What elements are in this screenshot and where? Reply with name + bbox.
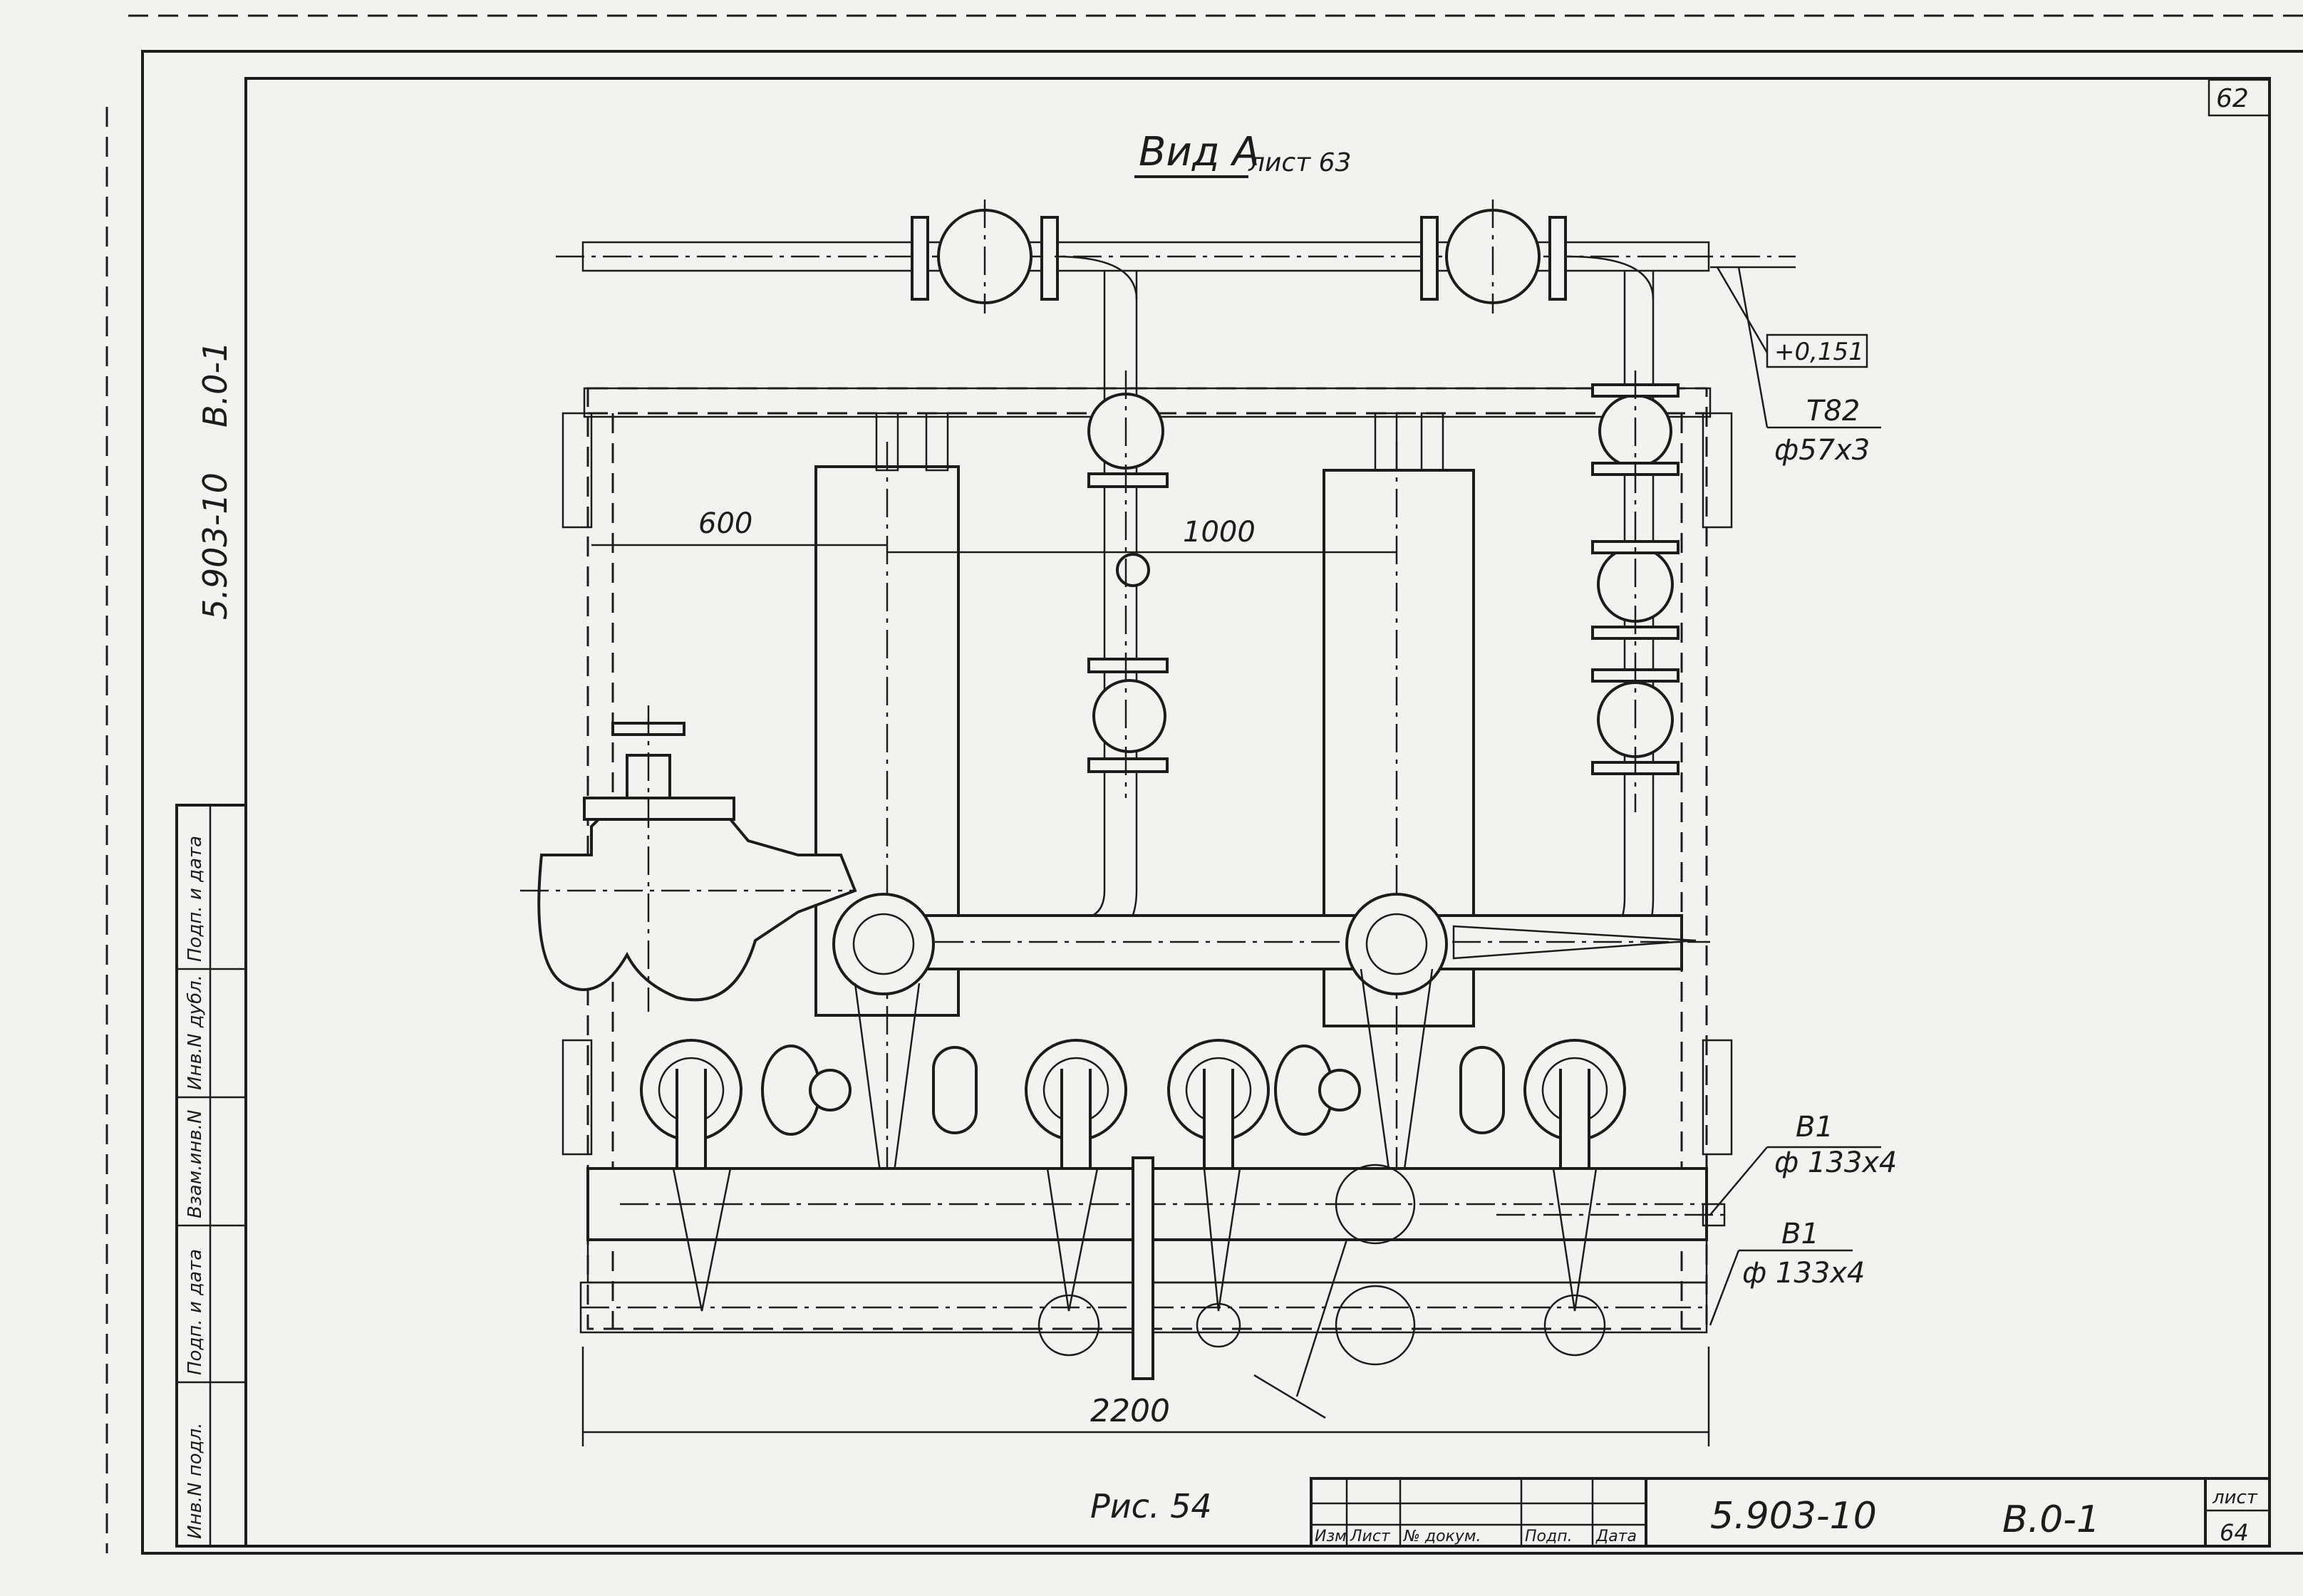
corner-page-number: 62 (2216, 84, 2249, 113)
title-block: Изм Лист № докум. Подп. Дата 5.903-10 В.… (1310, 1477, 2271, 1548)
tv2-callout: Т82 ф57х3 (1737, 266, 1881, 467)
tb-header-sign: Подп. (1525, 1528, 1573, 1545)
corner-page-box (2208, 78, 2271, 117)
b1-callout-lower: В1 ф 133х4 (1709, 1218, 1865, 1326)
riser-valves-right (1591, 370, 1680, 812)
dimension-1000: 1000 (887, 516, 1397, 554)
b1-label-upper: В1 (1796, 1111, 1833, 1144)
dim-2200-label: 2200 (1090, 1393, 1170, 1429)
side-sheet-code: В.0-1 (196, 341, 234, 428)
stamp-field-1: Инв.N подл. (185, 1422, 206, 1539)
view-title: Вид А (1139, 129, 1260, 175)
b1-callout-upper: В1 ф 133х4 (1709, 1111, 1897, 1216)
riser-valves-left (1087, 370, 1169, 798)
tb-header-date: Дата (1595, 1528, 1637, 1545)
upper-valve-right (1420, 200, 1567, 314)
tv2-size: ф57х3 (1774, 434, 1870, 467)
outer-frame (141, 50, 2303, 1555)
b1-label-lower: В1 (1781, 1218, 1819, 1250)
view-reference: лист 63 (1248, 148, 1351, 177)
pump-casing (520, 705, 857, 1012)
pump-row (640, 1039, 1626, 1170)
stamp-field-4: Инв.N дубл. (185, 975, 206, 1090)
tb-header-izm: Изм (1315, 1528, 1347, 1545)
inner-frame (244, 77, 2271, 1548)
stamp-field-2: Подп. и дата (185, 1249, 206, 1375)
b1-size-lower: ф 133х4 (1742, 1257, 1865, 1290)
tb-code: 5.903-10 (1710, 1495, 1877, 1538)
equipment-drawing (520, 200, 1796, 1419)
stamp-field-5: Подп. и дата (185, 836, 206, 962)
dimension-600: 600 (591, 507, 887, 546)
dim-600-label: 600 (698, 507, 752, 540)
tb-sheet-number: 64 (2220, 1519, 2249, 1546)
tv2-label: Т82 (1806, 395, 1860, 428)
figure-caption: Рис. 54 (1090, 1487, 1212, 1525)
tb-sheet-code: В.0-1 (2002, 1498, 2100, 1541)
side-stamp: Инв.N подл. Подп. и дата Взам.инв.N Инв.… (175, 804, 247, 1548)
b1-size-upper: ф 133х4 (1774, 1146, 1897, 1179)
elevation-label: +0,151 (1774, 338, 1864, 366)
elevation-callout: +0,151 (1716, 266, 1868, 368)
dimension-2200: 2200 (581, 1347, 1710, 1446)
tb-header-doc: № докум. (1403, 1528, 1481, 1545)
tb-sheet-label: лист (2212, 1487, 2258, 1508)
tb-header-list: Лист (1350, 1528, 1391, 1545)
stamp-field-3: Взам.инв.N (185, 1110, 206, 1218)
dim-1000-label: 1000 (1183, 516, 1256, 549)
side-code: 5.903-10 (196, 472, 234, 620)
upper-valve-left (911, 200, 1059, 314)
